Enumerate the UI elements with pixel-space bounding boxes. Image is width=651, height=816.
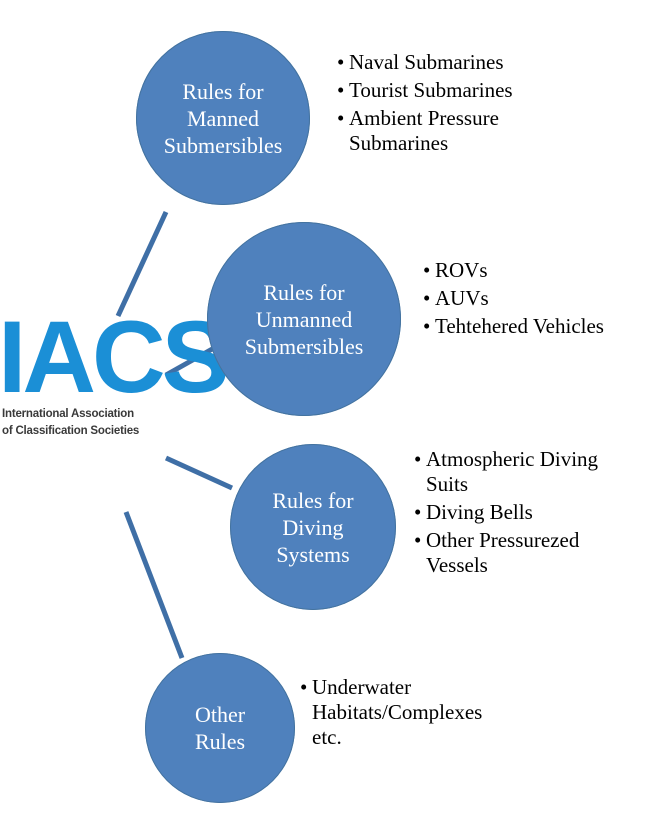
node-manned-circle: Rules for Manned Submersibles <box>136 31 310 205</box>
logo-subtitle-line-2: of Classification Societies <box>2 425 140 437</box>
list-item: Diving Bells <box>414 500 639 525</box>
list-item: Tourist Submarines <box>337 78 567 103</box>
list-item: Atmospheric Diving Suits <box>414 447 639 497</box>
connector-unmanned <box>164 345 216 378</box>
list-item: Underwater Habitats/Complexes etc. <box>300 675 482 750</box>
logo-subtitle-line-1: International Association <box>2 408 134 420</box>
logo-mark: IACS <box>0 300 230 414</box>
node-other-circle: Other Rules <box>145 653 295 803</box>
node-other-list: Underwater Habitats/Complexes etc. <box>300 675 482 753</box>
connector-manned <box>115 210 169 318</box>
node-diving-list: Atmospheric Diving Suits Diving Bells Ot… <box>414 447 639 581</box>
connector-other <box>123 511 185 659</box>
node-diving-title: Rules for Diving Systems <box>272 487 354 567</box>
list-item: ROVs <box>423 258 648 283</box>
list-item: Tehtehered Vehicles <box>423 314 648 339</box>
list-item: Naval Submarines <box>337 50 567 75</box>
list-item: Ambient Pressure Submarines <box>337 106 549 156</box>
node-diving-circle: Rules for Diving Systems <box>230 444 396 610</box>
node-manned-title: Rules for Manned Submersibles <box>163 78 283 158</box>
node-unmanned-title: Rules for Unmanned Submersibles <box>244 279 364 359</box>
node-unmanned-circle: Rules for Unmanned Submersibles <box>207 222 401 416</box>
node-manned-list: Naval Submarines Tourist Submarines Ambi… <box>337 50 567 159</box>
node-other-title: Other Rules <box>194 702 246 754</box>
connector-diving <box>164 455 234 491</box>
iacs-logo: IACS International Association of Classi… <box>0 306 230 466</box>
list-item: Other Pressurezed Vessels <box>414 528 616 578</box>
list-item: AUVs <box>423 286 648 311</box>
node-unmanned-list: ROVs AUVs Tehtehered Vehicles <box>423 258 648 342</box>
